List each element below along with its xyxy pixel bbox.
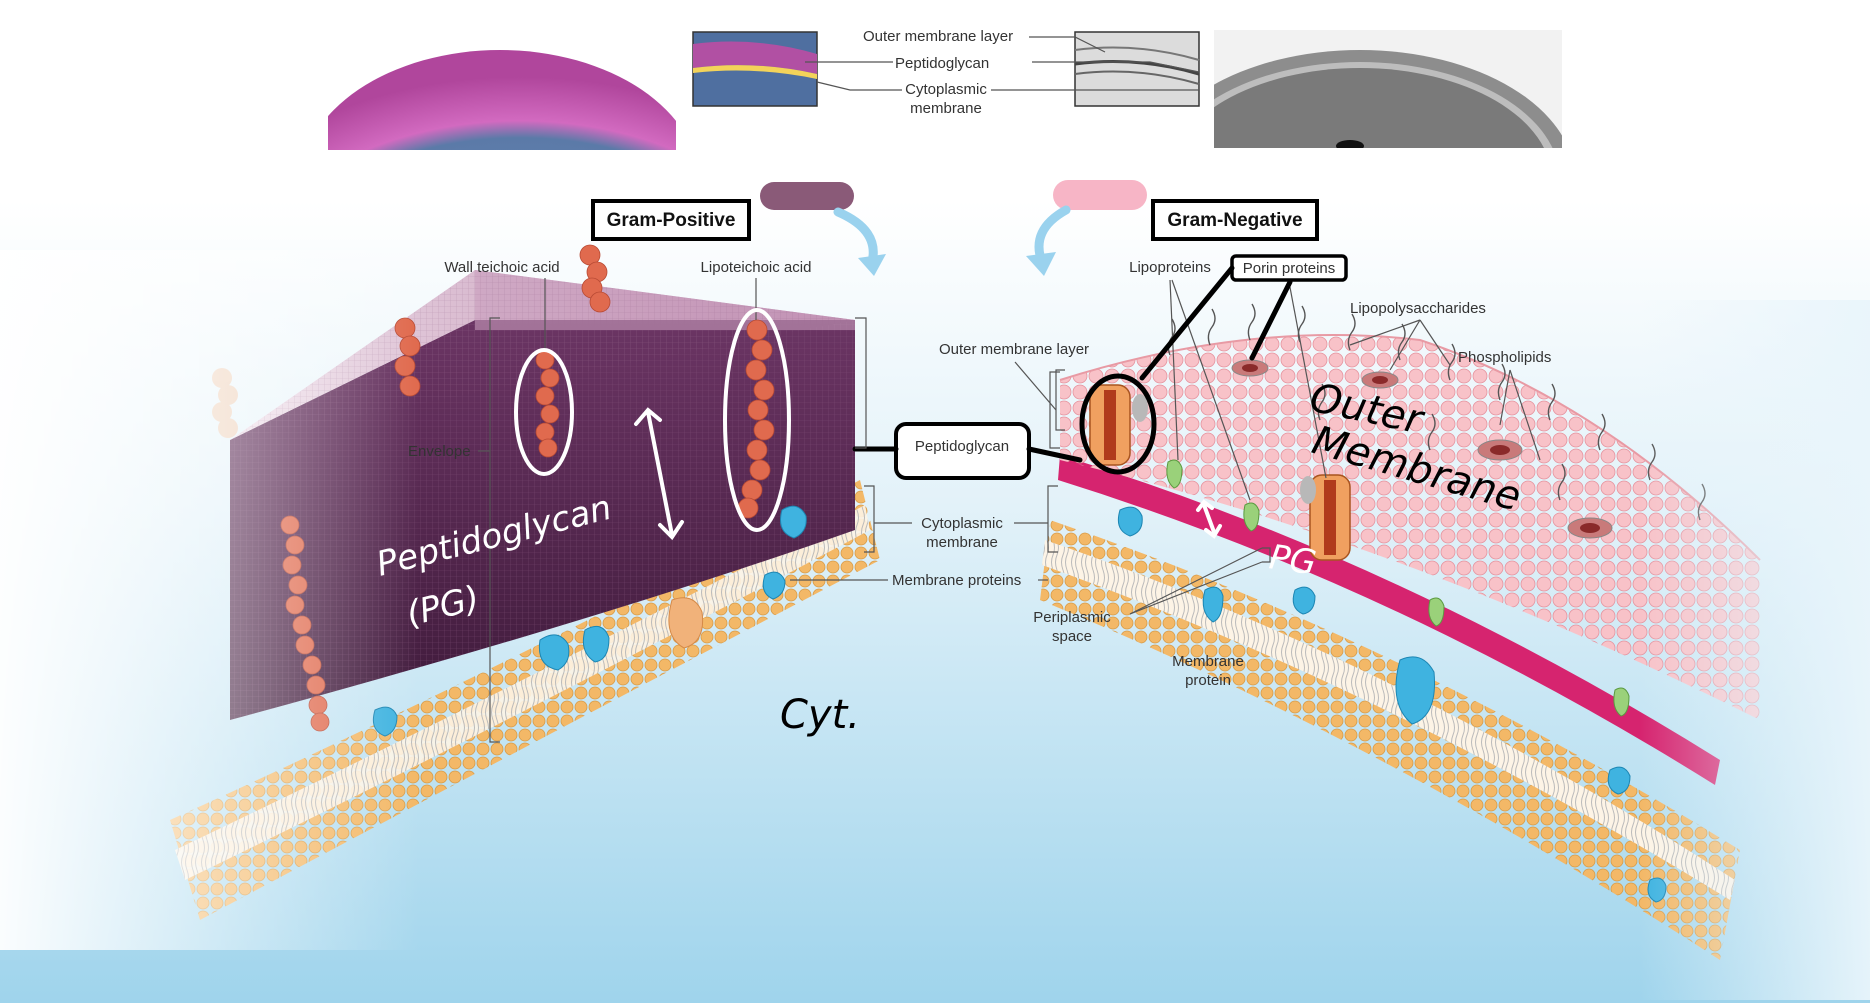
porin-proteins-label: Porin proteins [1243,260,1336,277]
porin-pits [1231,359,1613,539]
gn-curved-arrow-icon [1026,252,1056,276]
gp-lipoprotein [668,597,704,649]
gram-negative-pill [1053,180,1147,210]
top-leader-lines [805,36,1200,91]
gram-positive-title-box [591,199,751,241]
phospholipids-label: Phospholipids [1458,349,1551,366]
gram-positive-pill [760,182,854,210]
top-outer-membrane-label: Outer membrane layer [863,28,1013,45]
pg-thickness-arrow [646,410,674,537]
periplasmic-space-line2: space [1052,628,1092,645]
top-cytoplasmic-label-line1: Cytoplasmic [905,81,987,98]
gram-negative-indicator [1026,180,1147,276]
hand-pg: PG [1267,537,1319,583]
lipoteichoic-acid-chain [737,319,775,519]
gram-negative-structure [1040,300,1870,1000]
lipoteichoic-acid-label: Lipoteichoic acid [701,259,812,276]
lipoproteins-label: Lipoproteins [1129,259,1211,276]
membrane-protein-line1: Membrane [1172,653,1244,670]
wall-teichoic-circle [514,348,574,476]
gp-curved-arrow-icon [858,254,886,276]
gn-lipoproteins [1166,459,1630,717]
membrane-protein-line2: protein [1185,672,1231,689]
top-cytoplasmic-label-line2: membrane [910,100,982,117]
top-strip: Outer membrane layer Peptidoglycan Cytop… [328,28,1562,150]
gram-negative-title-box [1151,199,1319,241]
gram-positive-title: Gram-Positive [607,210,736,231]
envelope-bracket [489,317,500,743]
porin-proteins [1089,384,1351,561]
lipopolysaccharides-label: Lipopolysaccharides [1350,300,1486,317]
gram-positive-indicator [760,182,886,276]
pg-gap-arrow [1202,503,1216,534]
center-cytoplasmic-line2: membrane [926,534,998,551]
hand-cyt: Cyt. [780,692,860,738]
gn-membrane-proteins [1117,506,1667,903]
gram-positive-micrograph [328,32,676,150]
lipoteichoic-circle [723,308,791,532]
wall-teichoic-acid-label: Wall teichoic acid [444,259,559,276]
gn-outer-membrane-label: Outer membrane layer [939,341,1089,358]
gram-negative-title: Gram-Negative [1167,210,1302,231]
center-peptidoglycan-label: Peptidoglycan [915,438,1009,455]
top-peptidoglycan-label: Peptidoglycan [895,55,989,72]
gram-negative-schematic [1074,31,1200,107]
center-cytoplasmic-line1: Cytoplasmic [921,515,1003,532]
gn-peptidoglycan-layer [1058,455,1720,785]
porin-circle [1079,373,1157,475]
gram-positive-schematic [692,31,818,107]
gram-positive-structure [0,244,880,950]
envelope-label: Envelope [408,443,471,460]
gn-outer-membrane [1060,335,1760,720]
membrane-proteins-label: Membrane proteins [892,572,1021,589]
periplasmic-space-line1: Periplasmic [1033,609,1111,626]
gram-negative-micrograph [1214,30,1562,148]
